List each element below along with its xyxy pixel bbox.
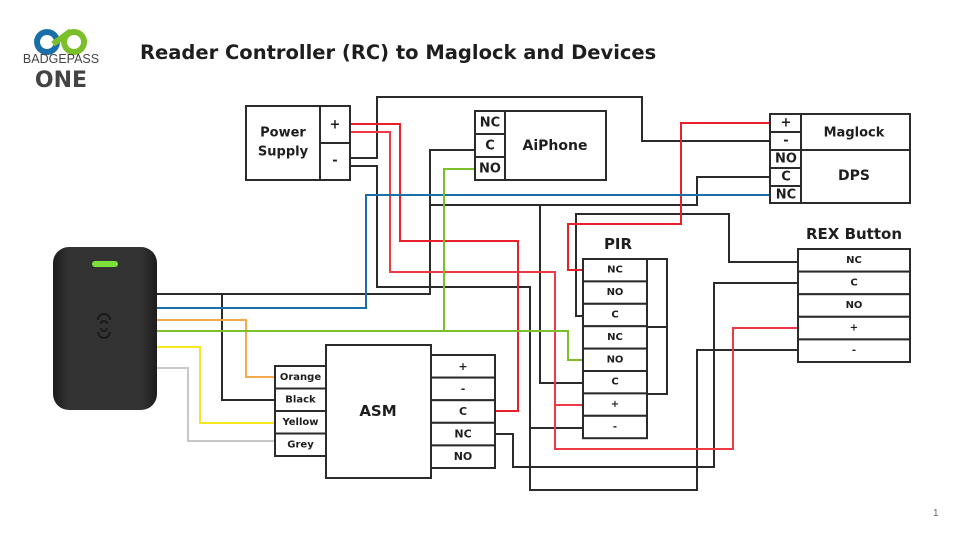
- wire-ps-minus-to-maglock-minus: [350, 96, 770, 159]
- dps-terminal: NC: [776, 188, 796, 203]
- rex-terminal: C: [850, 277, 857, 288]
- maglock-label: Maglock: [824, 126, 885, 141]
- rex-label: REX Button: [806, 225, 902, 243]
- ps-label-2: Supply: [258, 145, 309, 160]
- wire-reader-black-to-asm: [221, 294, 275, 401]
- asm-terminal: NC: [454, 428, 471, 441]
- asm-terminal: -: [461, 382, 466, 395]
- pir-terminal: +: [611, 399, 619, 410]
- pir-terminal: NO: [607, 354, 624, 365]
- pir-terminal-cell: [582, 414, 648, 440]
- asm-input-label: Orange: [280, 372, 321, 383]
- wires: [157, 96, 798, 491]
- pir-terminal: NC: [607, 332, 623, 343]
- wire-reader-orange: [157, 319, 275, 378]
- pir-terminal: NC: [607, 265, 623, 276]
- pir-terminal: -: [613, 422, 617, 433]
- asm-input-label-cell: [274, 432, 327, 457]
- rex-terminal: NO: [846, 300, 863, 311]
- wire-reader-green: [157, 330, 583, 361]
- aiphone-terminal: NC: [480, 116, 500, 131]
- card-reader: [53, 247, 157, 410]
- wire-dps-c: [430, 176, 770, 206]
- rex-terminal: +: [850, 323, 858, 334]
- pir-terminal: C: [611, 310, 618, 321]
- wire-reader-yellow: [157, 346, 275, 424]
- rex-button: REX Button NC C NO + -: [797, 225, 911, 363]
- dps-terminal: C: [781, 170, 791, 185]
- wire-reader-blue: [157, 194, 770, 309]
- ps-terminal: +: [330, 118, 341, 133]
- aiphone-label: AiPhone: [523, 138, 588, 154]
- asm-input-label: Grey: [287, 439, 314, 450]
- asm-terminal: C: [459, 405, 467, 418]
- maglock-dps: Maglock DPS + - NO C NC: [769, 113, 911, 204]
- maglock-terminal: +: [781, 116, 792, 131]
- aiphone-terminal: NO: [479, 162, 501, 177]
- ps-label-1: Power: [260, 126, 306, 141]
- aiphone: AiPhone NC C NO: [474, 110, 607, 181]
- logo-line1: BADGEPASS: [23, 52, 99, 66]
- contactless-icon: [97, 313, 111, 339]
- wire-reader-grey: [157, 367, 275, 442]
- power-supply: Power Supply + -: [245, 105, 351, 181]
- wire-pir-c1-to-rex-nc: [575, 213, 798, 317]
- aiphone-terminal: C: [485, 139, 495, 154]
- pir-label: PIR: [604, 235, 633, 253]
- ps-terminal: -: [332, 154, 337, 169]
- asm-terminal: +: [458, 360, 467, 373]
- wire-reader-black: [157, 149, 475, 295]
- led-indicator: [92, 261, 118, 267]
- wire-ps-plus-to-asm-c: [350, 123, 519, 412]
- page-number: 1: [933, 508, 939, 519]
- asm-input-label: Black: [285, 394, 316, 405]
- asm-terminal: NO: [454, 450, 473, 463]
- pir-terminal: C: [611, 377, 618, 388]
- wire-aiphone-no: [443, 168, 475, 331]
- wire-pir-c2: [539, 205, 583, 384]
- badgepass-logo: BADGEPASS ONE: [23, 28, 99, 93]
- pir: PIR NC NO C NC NO C + -: [582, 235, 668, 440]
- asm-terminal-cell: [430, 444, 496, 469]
- maglock-terminal: -: [783, 134, 788, 149]
- wire-ps-minus-to-rex-minus: [350, 165, 798, 491]
- page-title: Reader Controller (RC) to Maglock and De…: [140, 41, 656, 64]
- asm-label: ASM: [359, 402, 396, 420]
- asm-input-label: Yellow: [281, 417, 318, 428]
- dps-label: DPS: [838, 168, 870, 184]
- wire-ps-plus-to-rex-plus: [350, 131, 798, 450]
- rex-terminal: NC: [846, 255, 862, 266]
- rex-terminal-cell: [797, 338, 911, 363]
- rex-terminal: -: [852, 345, 856, 356]
- wire-asm-nc-to-rex-c: [495, 282, 798, 468]
- logo-line2: ONE: [35, 68, 87, 93]
- wire-maglock-plus-to-pir-nc: [567, 122, 770, 271]
- pir-terminal: NO: [607, 287, 624, 298]
- dps-terminal: NO: [775, 152, 797, 167]
